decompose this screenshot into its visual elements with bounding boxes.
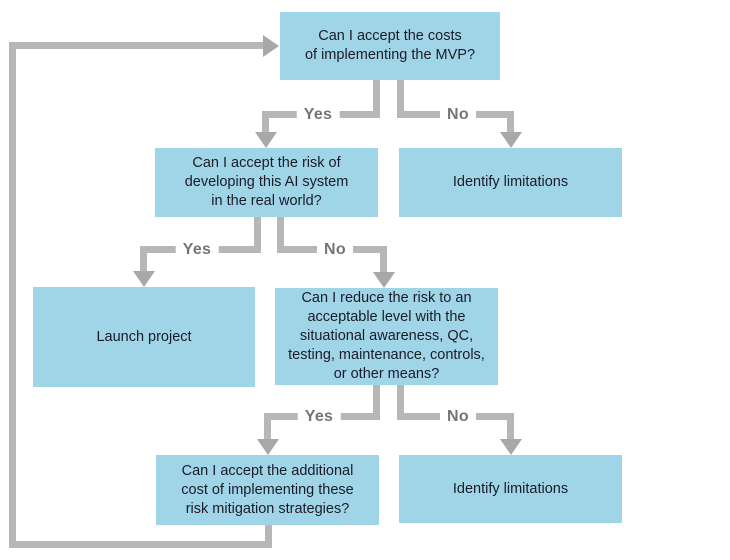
node-identify-limitations-bottom: Identify limitations bbox=[399, 455, 622, 523]
node-reduce-risk-question: Can I reduce the risk to an acceptable l… bbox=[275, 288, 498, 385]
node-mvp-cost-question: Can I accept the costs of implementing t… bbox=[280, 12, 500, 80]
edge-mvp-yes-drop-line bbox=[262, 111, 269, 132]
edge-risk-no-arrowhead-icon bbox=[373, 272, 395, 288]
loopback-left-line bbox=[9, 42, 16, 548]
loopback-arrowhead-icon bbox=[263, 35, 279, 57]
node-mitigation-cost-text: Can I accept the additional cost of impl… bbox=[181, 462, 354, 517]
edge-risk-no-stub-line bbox=[277, 217, 284, 253]
edge-label-risk-no: No bbox=[317, 240, 353, 260]
node-mitigation-cost-question: Can I accept the additional cost of impl… bbox=[156, 455, 379, 525]
edge-label-reduce-no: No bbox=[440, 407, 476, 427]
edge-label-reduce-yes: Yes bbox=[297, 407, 341, 427]
node-identify-limitations-top: Identify limitations bbox=[399, 148, 622, 217]
edge-label-mvp-no: No bbox=[440, 105, 476, 125]
edge-label-risk-yes: Yes bbox=[175, 240, 219, 260]
node-launch-project-text: Launch project bbox=[96, 328, 192, 345]
edge-reduce-no-drop-line bbox=[507, 413, 514, 439]
edge-risk-yes-arrowhead-icon bbox=[133, 271, 155, 287]
edge-risk-no-drop-line bbox=[380, 246, 387, 272]
edge-mvp-no-drop-line bbox=[507, 111, 514, 132]
edge-risk-yes-stub-line bbox=[254, 217, 261, 253]
node-identify-limitations-top-text: Identify limitations bbox=[452, 174, 569, 190]
edge-reduce-no-stub-line bbox=[397, 385, 404, 420]
loopback-exit-stub-line bbox=[265, 525, 272, 542]
edge-reduce-yes-drop-line bbox=[264, 413, 271, 439]
edge-reduce-yes-stub-line bbox=[373, 385, 380, 420]
node-mvp-cost-text: Can I accept the costs of implementing t… bbox=[304, 28, 476, 63]
node-launch-project: Launch project bbox=[33, 287, 255, 387]
edge-reduce-no-arrowhead-icon bbox=[500, 439, 522, 455]
edge-risk-yes-drop-line bbox=[140, 246, 147, 271]
edge-reduce-yes-arrowhead-icon bbox=[257, 439, 279, 455]
edge-mvp-no-arrowhead-icon bbox=[500, 132, 522, 148]
loopback-top-line bbox=[9, 42, 263, 49]
edge-mvp-yes-arrowhead-icon bbox=[255, 132, 277, 148]
node-risk-real-world-question: Can I accept the risk of developing this… bbox=[155, 148, 378, 217]
edge-mvp-no-stub-line bbox=[397, 80, 404, 118]
node-identify-limitations-bottom-text: Identify limitations bbox=[452, 480, 569, 497]
node-risk-real-world-text: Can I accept the risk of developing this… bbox=[184, 155, 349, 209]
node-reduce-risk-text: Can I reduce the risk to an acceptable l… bbox=[288, 290, 485, 382]
loopback-bottom-line bbox=[9, 541, 272, 548]
edge-mvp-yes-stub-line bbox=[373, 80, 380, 118]
edge-label-mvp-yes: Yes bbox=[296, 105, 340, 125]
